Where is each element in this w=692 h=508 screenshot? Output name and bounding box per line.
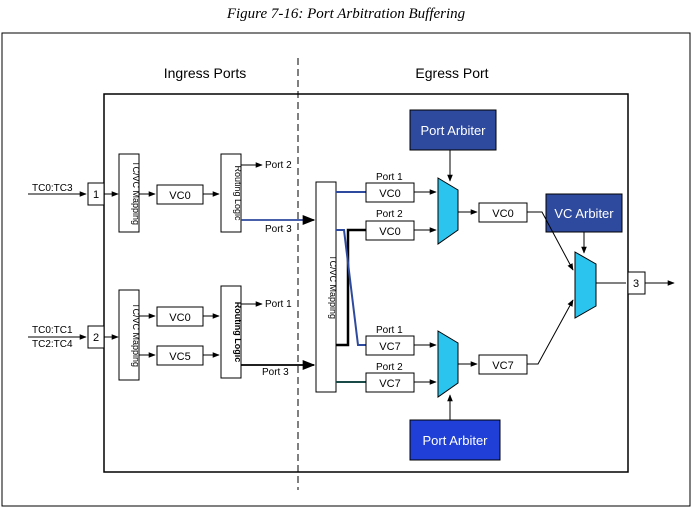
switch-box	[103, 93, 629, 473]
ingress-ports-heading: Ingress Ports	[164, 65, 246, 81]
route-to-bottom-port1-vc7	[336, 229, 366, 346]
top-port2-label: Port 2	[376, 209, 403, 220]
egress-port-heading: Egress Port	[415, 65, 488, 81]
bottom-port1-label: Port 1	[376, 325, 403, 336]
egress-tcvc-mapping-box	[315, 181, 337, 393]
port2-out-port1-label: Port 1	[265, 299, 292, 310]
port2-out-port3-label: Port 3	[262, 367, 289, 378]
port1-out-port3-label: Port 3	[265, 224, 292, 235]
port2-routing-logic-box	[220, 285, 242, 379]
bottom-port2-vc7-label: VC7	[379, 378, 400, 390]
port2-input-b-label: TC2:TC4	[32, 339, 73, 350]
egress-port: TC/VC Mapping Port 1 VC0 Port 2 VC0 Port…	[315, 109, 675, 461]
egress-tcvc-mapping-label: TC/VC Mapping	[328, 255, 338, 319]
port2-vc0-label: VC0	[169, 312, 190, 324]
top-port-mux	[437, 177, 459, 245]
port2-input-a-label: TC0:TC1	[32, 325, 73, 336]
port2-tcvc-mapping-label: TC/VC Mapping	[131, 303, 141, 367]
port2-number: 2	[93, 332, 99, 344]
vc0-to-vc-mux-arrow	[527, 211, 574, 271]
top-port1-label: Port 1	[376, 172, 403, 183]
vc-arbiter-label: VC Arbiter	[554, 206, 614, 221]
port1-tcvc-mapping-label: TC/VC Mapping	[131, 161, 141, 225]
route-to-top-port2-vc0	[336, 228, 366, 347]
top-out-vc0-label: VC0	[492, 208, 513, 220]
vc-arbiter-box	[545, 193, 623, 233]
top-port-arbiter-box	[409, 109, 497, 151]
bottom-port2-label: Port 2	[376, 362, 403, 373]
port1-number: 1	[93, 189, 99, 201]
top-port2-vc0-label: VC0	[379, 226, 400, 238]
vc7-to-vc-mux-arrow	[527, 299, 574, 365]
output-port3-number: 3	[633, 278, 639, 290]
port2-routing-logic-label: Routing Logic	[233, 302, 243, 363]
port1-tcvc-mapping-box	[118, 153, 140, 233]
port1-routing-logic-label: Routing Logic	[233, 165, 243, 221]
figure-caption: Figure 7-16: Port Arbitration Buffering	[226, 6, 466, 22]
port2-tcvc-mapping-box	[118, 289, 140, 381]
bottom-port-arbiter-box	[409, 419, 501, 461]
outer-frame	[1, 32, 691, 507]
port1-out-port2-label: Port 2	[265, 160, 292, 171]
ingress-port-1: TC0:TC3 1 TC/VC Mapping VC0 Routing Logi…	[28, 153, 316, 235]
bottom-port1-vc7-label: VC7	[379, 341, 400, 353]
port2-vc5-label: VC5	[169, 351, 190, 363]
port1-routing-logic-box	[220, 153, 242, 233]
bottom-port-mux	[437, 330, 459, 398]
top-port1-vc0-label: VC0	[379, 188, 400, 200]
vc-mux	[574, 251, 597, 319]
ingress-port-2: TC0:TC1 TC2:TC4 2 TC/VC Mapping VC0 VC5 …	[28, 285, 316, 381]
bottom-port-arbiter-label: Port Arbiter	[422, 433, 488, 448]
bottom-out-vc7-label: VC7	[492, 360, 513, 372]
port1-vc0-label: VC0	[169, 190, 190, 202]
top-port-arbiter-label: Port Arbiter	[420, 123, 486, 138]
port1-input-label: TC0:TC3	[32, 183, 73, 194]
